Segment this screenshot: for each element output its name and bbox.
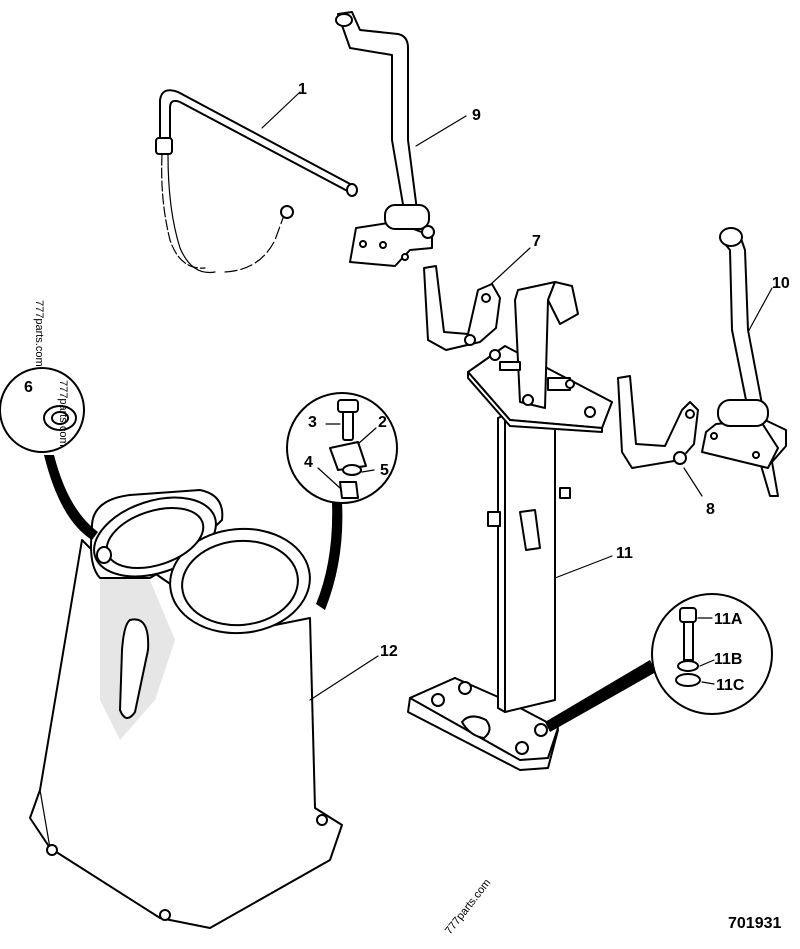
label-11b: 11B — [714, 651, 742, 668]
reference-number: 701931 — [728, 915, 781, 932]
part-11-stand — [407, 281, 613, 771]
part-10-lever — [701, 227, 787, 497]
part-9-lever — [335, 11, 435, 267]
watermark-bottom: 777parts.com — [443, 877, 493, 937]
label-11c: 11C — [716, 677, 745, 694]
label-2: 2 — [378, 414, 387, 431]
part-8-bracket — [617, 375, 699, 469]
part-12-housing — [29, 489, 343, 929]
label-11a: 11A — [714, 611, 743, 628]
label-4: 4 — [304, 454, 313, 471]
label-1: 1 — [298, 81, 307, 98]
detail-circle-2-5 — [286, 392, 398, 610]
label-11: 11 — [616, 545, 633, 562]
part-7-bracket — [423, 265, 501, 351]
label-9: 9 — [472, 107, 481, 124]
label-3: 3 — [308, 414, 317, 431]
part-labels: 1 2 3 4 5 6 7 8 9 10 11 11A 11B 11C 12 — [24, 81, 790, 694]
label-8: 8 — [706, 501, 715, 518]
label-12: 12 — [380, 643, 398, 660]
detail-circle-6 — [0, 367, 98, 540]
detail-circle-11abc — [545, 593, 773, 732]
part-1-rod — [155, 89, 358, 274]
label-5: 5 — [380, 462, 389, 479]
watermark-left: 777parts.com — [33, 300, 45, 367]
watermark-circle-6: 777parts.com — [57, 380, 69, 447]
leader-lines — [261, 91, 773, 701]
label-7: 7 — [532, 233, 541, 250]
label-6: 6 — [24, 379, 33, 396]
label-10: 10 — [772, 275, 790, 292]
